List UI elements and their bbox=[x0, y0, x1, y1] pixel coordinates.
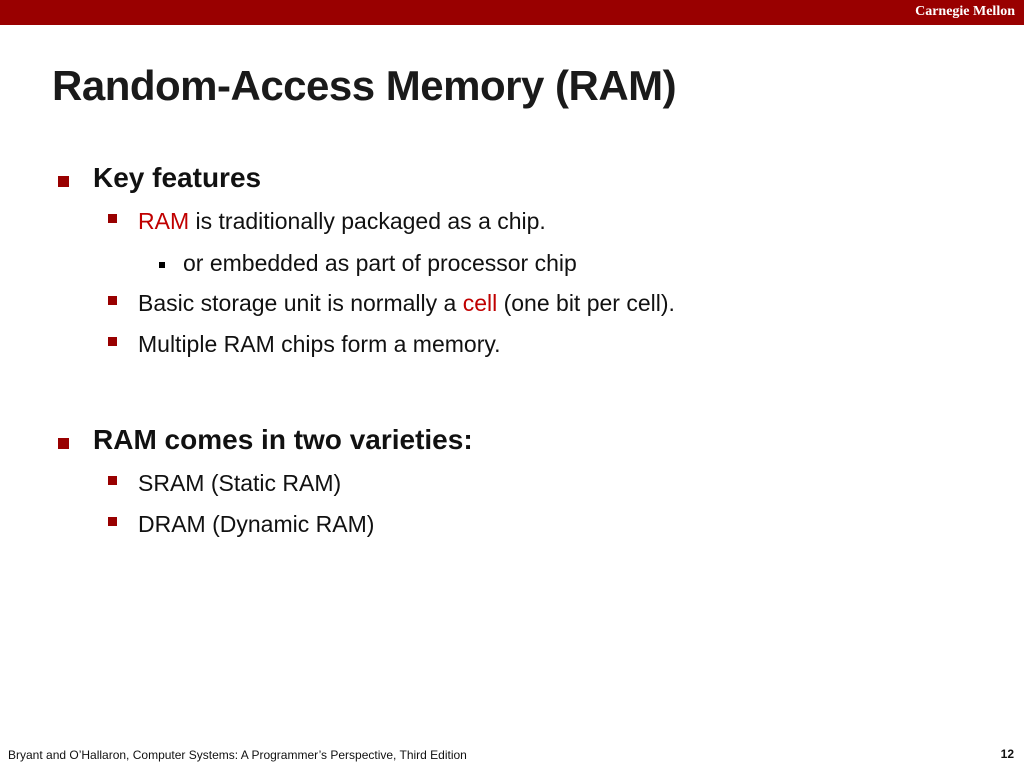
bullet-small-square-icon bbox=[159, 262, 165, 268]
page-number: 12 bbox=[1000, 747, 1014, 761]
bullet-square-icon bbox=[108, 476, 117, 485]
key-features-heading: Key features bbox=[93, 162, 262, 193]
bullet-square-icon bbox=[58, 438, 69, 449]
ram-highlight: RAM bbox=[138, 208, 190, 234]
bullet-item-ram-chip: RAM is traditionally packaged as a chip. bbox=[138, 208, 546, 235]
varieties-heading: RAM comes in two varieties: bbox=[93, 424, 473, 455]
bullet-square-icon bbox=[108, 296, 117, 305]
cell-text-pre: Basic storage unit is normally a bbox=[138, 290, 463, 316]
footer-citation: Bryant and O’Hallaron, Computer Systems:… bbox=[8, 748, 467, 762]
bullet-item-embedded: or embedded as part of processor chip bbox=[183, 250, 577, 276]
ram-chip-text: is traditionally packaged as a chip. bbox=[189, 208, 546, 234]
bullet-item-dram: DRAM (Dynamic RAM) bbox=[138, 511, 375, 537]
cell-text-post: (one bit per cell). bbox=[497, 290, 675, 316]
slide-title: Random-Access Memory (RAM) bbox=[52, 62, 677, 109]
brand-label: Carnegie Mellon bbox=[915, 4, 1015, 19]
cell-highlight: cell bbox=[462, 290, 498, 316]
bullet-square-icon bbox=[108, 337, 117, 346]
bullet-item-sram: SRAM (Static RAM) bbox=[138, 470, 342, 496]
bullet-item-cell: Basic storage unit is normally a cell (o… bbox=[138, 290, 675, 317]
bullet-square-icon bbox=[58, 176, 69, 187]
bullet-square-icon bbox=[108, 517, 117, 526]
header-bar: Carnegie Mellon bbox=[0, 0, 1024, 25]
bullet-square-icon bbox=[108, 214, 117, 223]
bullet-item-multiple-chips: Multiple RAM chips form a memory. bbox=[138, 331, 501, 357]
